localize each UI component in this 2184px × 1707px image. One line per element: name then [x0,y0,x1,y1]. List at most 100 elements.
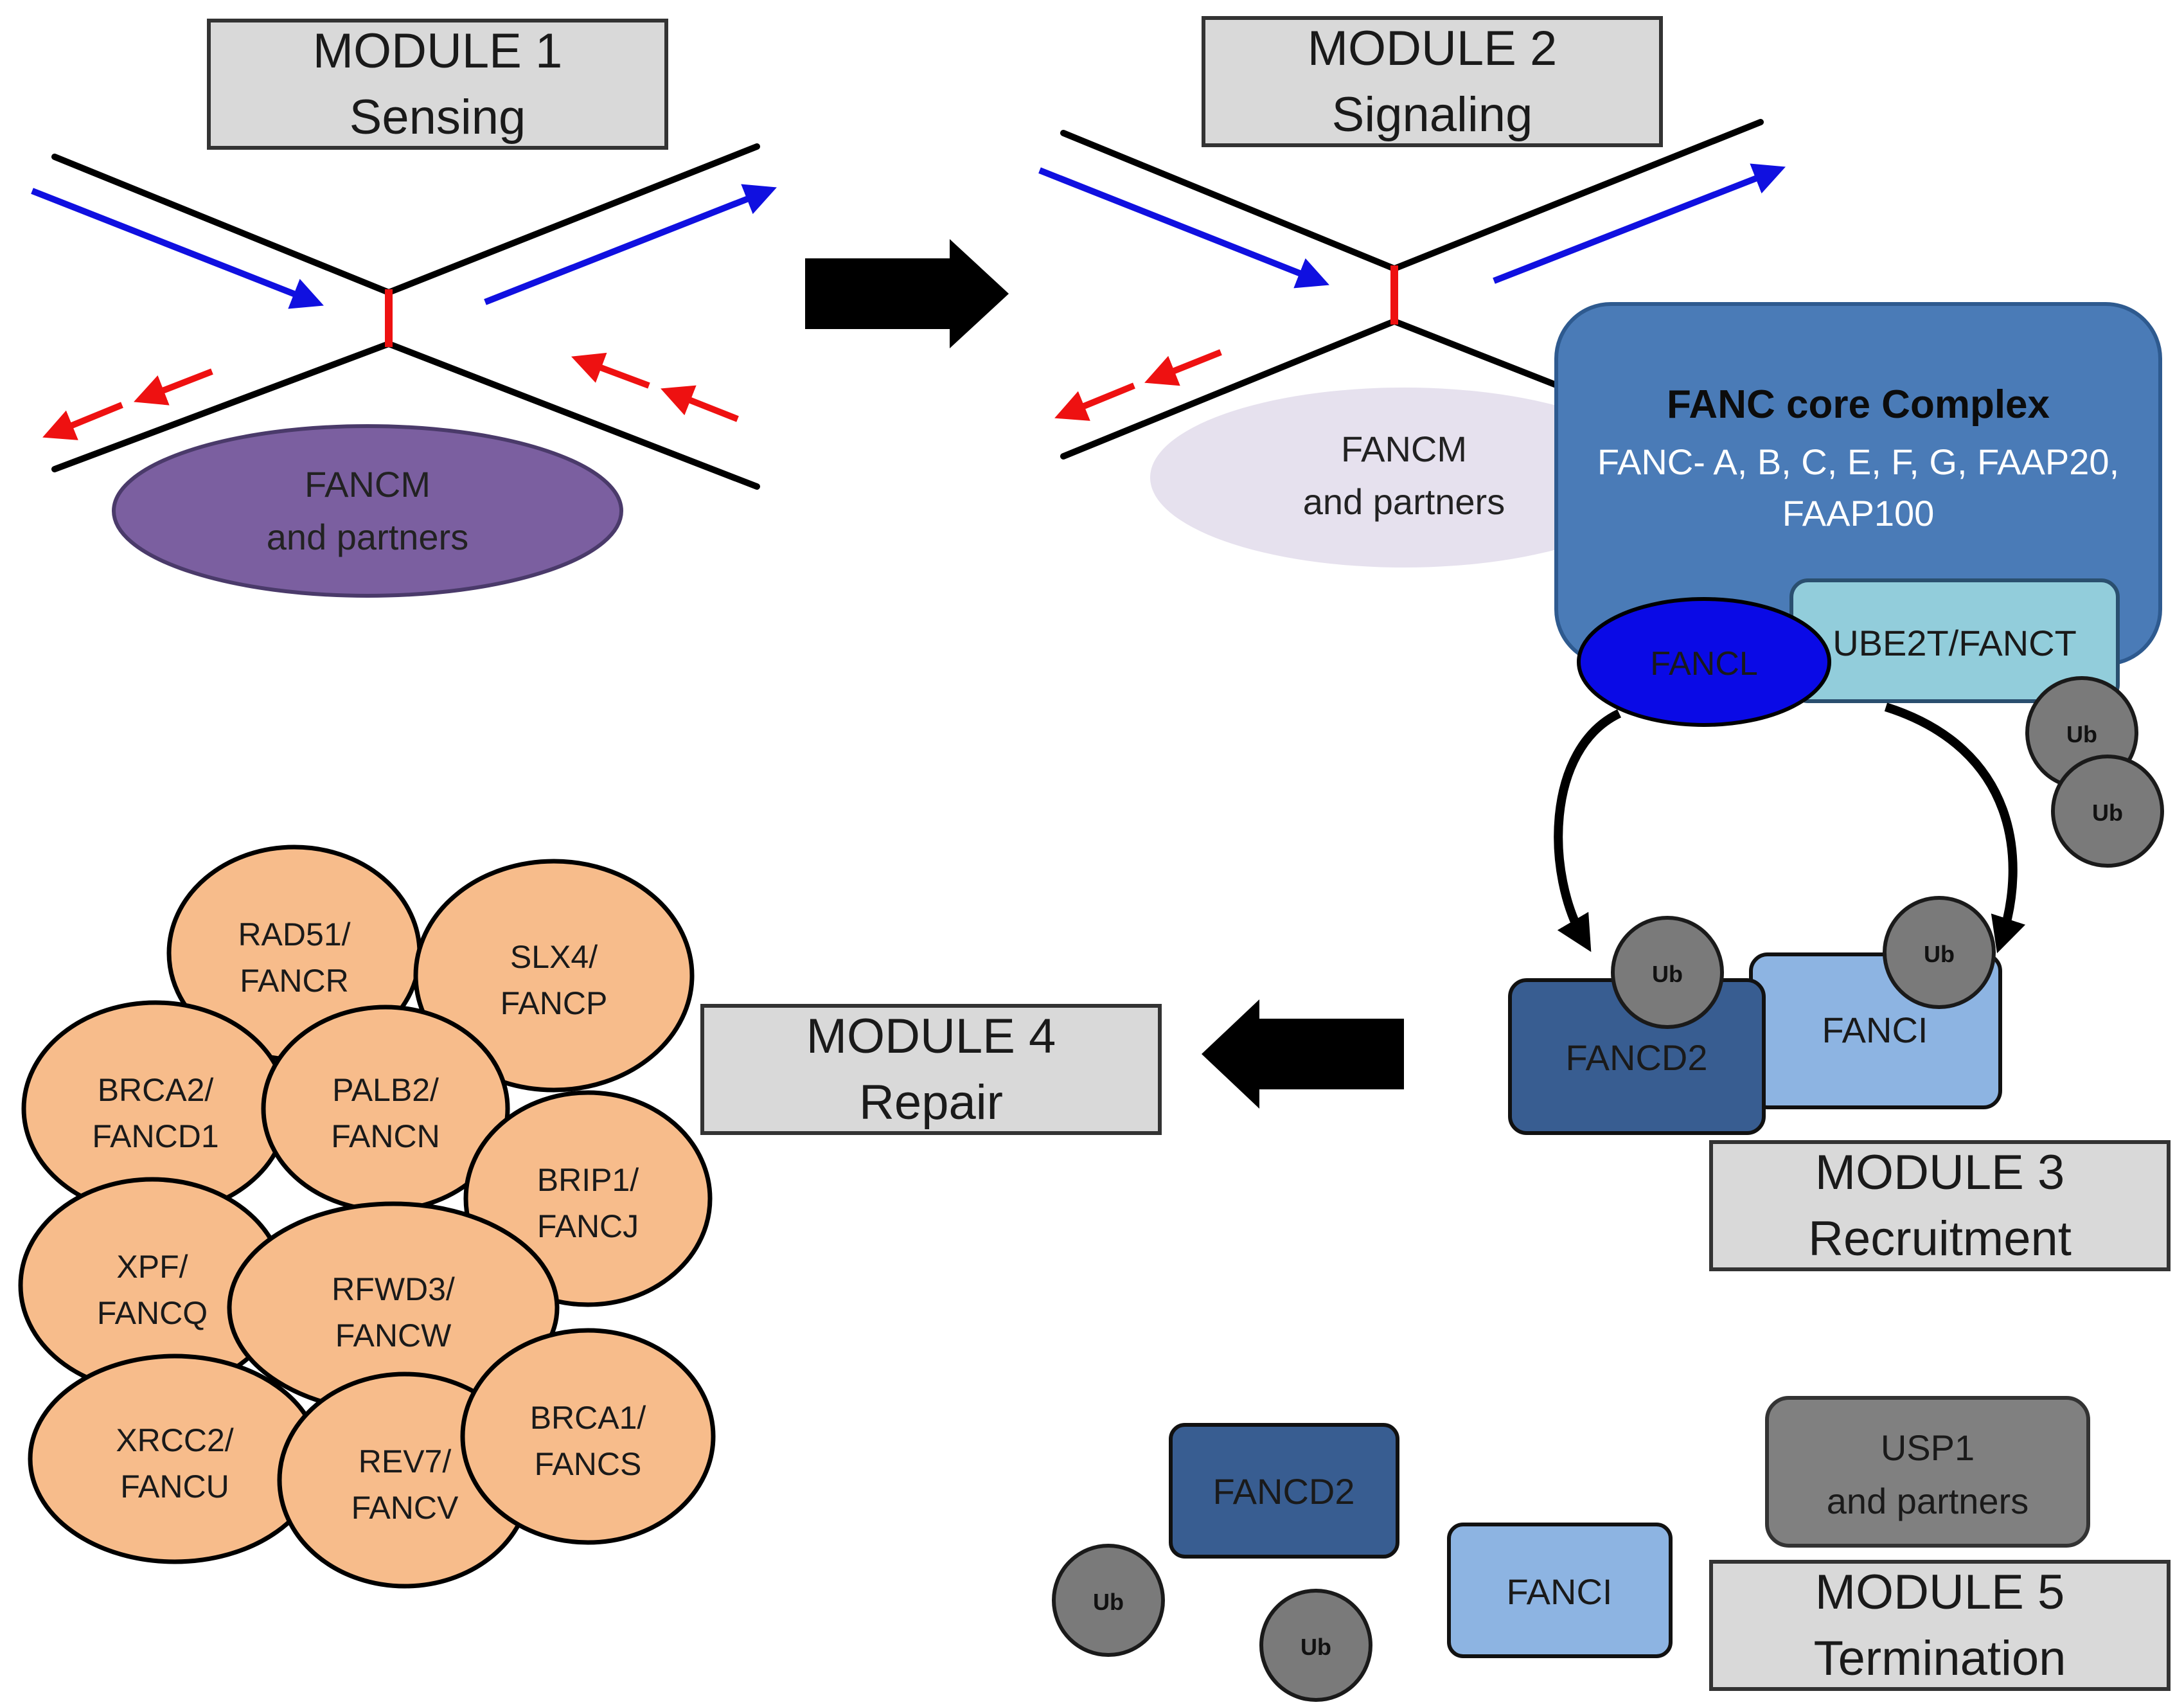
leading-strand-arrow-left-1 [31,188,324,309]
fanc-core-complex: FANC core Complex FANC- A, B, C, E, F, G… [1554,302,2162,666]
repair-protein-brca1: BRCA1/FANCS [460,1328,716,1545]
leading-strand-arrow-right-1 [484,184,777,305]
repair-protein-name-brip1: BRIP1/ [537,1162,639,1198]
repair-protein-fanc-brip1: FANCJ [537,1208,639,1244]
repair-protein-xrcc2: XRCC2/FANCU [28,1354,322,1564]
fancl-label: FANCL [1650,645,1758,683]
ube2t-label: UBE2T/FANCT [1833,623,2077,663]
repair-protein-name-rfwd3: RFWD3/ [332,1271,455,1307]
ubiquitin-released-1: Ub [1052,1544,1165,1657]
repair-protein-fanc-xrcc2: FANCU [120,1469,229,1505]
fancm-label-2: FANCM [1341,429,1467,469]
module-3-label-box: MODULE 3 Recruitment [1709,1140,2171,1271]
fancd2-released: FANCD2 [1169,1423,1399,1559]
repair-protein-slx4: SLX4/FANCP [413,859,695,1093]
repair-protein-fanc-rad51: FANCR [240,963,348,999]
okazaki-arrow-2b [1144,349,1222,386]
okazaki-arrow-1c [661,385,739,422]
progression-arrow-left [1202,999,1404,1109]
module-1-sensing: MODULE 1 Sensing FANCM and partners [31,19,777,598]
ub-label-fanci: Ub [1924,941,1955,967]
usp1-label: USP1 [1881,1427,1975,1468]
core-complex-members-1: FANC- A, B, C, E, F, G, FAAP20, [1597,442,2119,482]
fancm-complex-active: FANCM and partners [112,424,623,598]
repair-protein-shape-brca1 [460,1328,716,1545]
core-complex-title: FANC core Complex [1667,382,2050,427]
fanci-label-released: FANCI [1507,1571,1613,1612]
ubiquitin-free-2: Ub [2051,755,2164,868]
repair-protein-cluster: RAD51/FANCRSLX4/FANCPBRCA2/FANCD1PALB2/F… [18,845,716,1589]
module-5-label-box: MODULE 5 Termination [1709,1560,2171,1691]
ubiquitin-on-fanci: Ub [1883,896,1996,1009]
okazaki-arrow-1a [42,402,123,440]
module-3-subtitle: Recruitment [1808,1211,2072,1266]
repair-protein-name-rev7: REV7/ [359,1443,452,1479]
repair-protein-fanc-palb2: FANCN [331,1118,439,1154]
fancd2-label-released: FANCD2 [1213,1471,1355,1512]
dna-replication-fork-1 [51,143,760,490]
module-2-title: MODULE 2 [1308,21,1558,76]
repair-protein-shape-slx4 [413,859,695,1093]
fancm-label-1: FANCM [305,464,431,505]
repair-protein-shape-xrcc2 [28,1354,322,1564]
ubiquitination-arrow-fancd2 [1554,709,1622,952]
repair-protein-name-brca1: BRCA1/ [530,1400,646,1436]
okazaki-arrow-1d [571,352,650,389]
repair-protein-name-xrcc2: XRCC2/ [116,1422,233,1458]
repair-protein-fanc-rev7: FANCV [351,1490,459,1526]
repair-protein-fanc-slx4: FANCP [501,985,608,1021]
module-5-title: MODULE 5 [1815,1565,2065,1620]
ubiquitin-on-fancd2: Ub [1611,916,1724,1029]
repair-protein-name-brca2: BRCA2/ [98,1072,214,1108]
okazaki-arrow-2a [1054,382,1135,421]
leading-strand-arrow-right-2 [1493,163,1786,284]
repair-protein-fanc-brca2: FANCD1 [92,1118,218,1154]
fanci-label-recruited: FANCI [1822,1010,1928,1050]
ubiquitination-arrow-fanci [1884,702,2026,954]
repair-protein-fanc-brca1: FANCS [535,1446,642,1482]
ub-label-fancd2: Ub [1652,961,1683,987]
repair-protein-fanc-xpf: FANCQ [97,1295,208,1331]
module-2-subtitle: Signaling [1332,87,1533,142]
module-1-label-box: MODULE 1 Sensing [207,19,668,150]
fancm-partners-label-2: and partners [1303,481,1505,522]
module-5-subtitle: Termination [1814,1631,2066,1686]
dna-replication-fork-2 [1060,119,1764,460]
usp1-complex: USP1 and partners [1765,1396,2090,1548]
module-4-title: MODULE 4 [806,1009,1056,1064]
module-4-label-box: MODULE 4 Repair [700,1004,1162,1135]
repair-protein-name-slx4: SLX4/ [510,939,598,975]
ubiquitin-released-2: Ub [1259,1589,1372,1702]
fanci-released: FANCI [1447,1523,1673,1658]
repair-protein-name-rad51: RAD51/ [238,916,350,952]
module-1-title: MODULE 1 [313,24,563,78]
repair-protein-brca2: BRCA2/FANCD1 [21,1000,290,1217]
ub-label-released-1: Ub [1093,1589,1124,1615]
repair-protein-rad51: RAD51/FANCR [166,845,422,1062]
ub-label-released-2: Ub [1301,1634,1331,1660]
module-5-termination: FANCD2 FANCI Ub Ub USP1 and partners MOD… [1052,1396,2171,1702]
module-3-recruitment: FANCI FANCD2 Ub Ub MODULE 3 Recruitment [1508,896,2171,1271]
progression-arrow-right [805,239,1009,348]
okazaki-arrow-1b [134,368,213,406]
module-4-subtitle: Repair [859,1075,1003,1130]
repair-protein-palb2: PALB2/FANCN [261,1005,510,1213]
module-2-signaling: MODULE 2 Signaling FANCM and partners FA… [1038,16,2164,954]
module-4-repair: MODULE 4 Repair RAD51/FANCRSLX4/FANCPBRC… [18,845,1162,1589]
fancd2-label-recruited: FANCD2 [1566,1037,1708,1078]
ub-label-free-2: Ub [2092,800,2123,826]
fancl: FANCL [1577,597,1831,727]
repair-protein-rfwd3: RFWD3/FANCW [227,1201,560,1415]
ub-label-free-1: Ub [2066,721,2097,747]
repair-protein-name-palb2: PALB2/ [332,1072,439,1108]
fancm-complex-faded: FANCM and partners [1150,388,1658,568]
usp1-partners-label: and partners [1827,1481,2029,1521]
module-3-title: MODULE 3 [1815,1145,2065,1200]
module-2-label-box: MODULE 2 Signaling [1202,16,1663,147]
repair-protein-fanc-rfwd3: FANCW [335,1318,452,1354]
repair-protein-xpf: XPF/FANCQ [18,1177,287,1394]
module-1-subtitle: Sensing [350,90,526,145]
leading-strand-arrow-left-2 [1038,167,1329,289]
core-complex-members-2: FAAP100 [1782,493,1935,533]
